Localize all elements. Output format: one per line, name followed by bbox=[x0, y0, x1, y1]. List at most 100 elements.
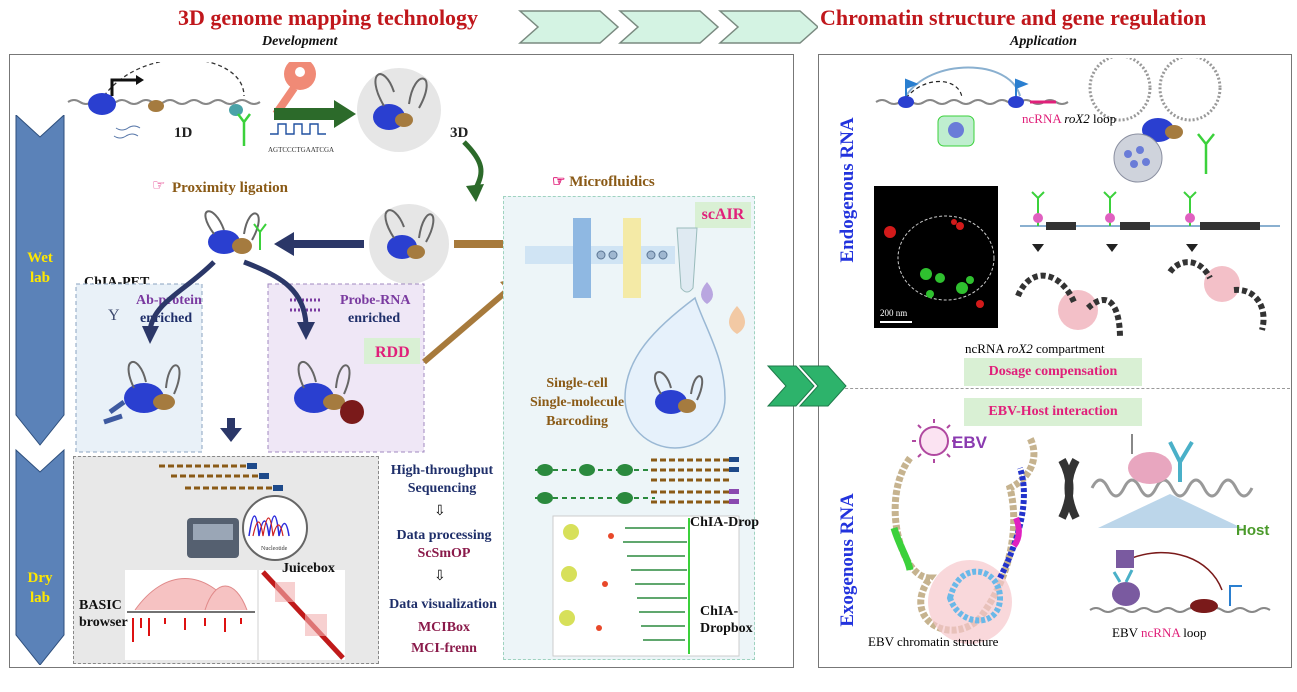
compartment-suffix: compartment bbox=[1032, 341, 1105, 356]
navy-down-head bbox=[220, 428, 242, 442]
droplet-loops bbox=[654, 371, 704, 401]
label-1d: 1D bbox=[174, 125, 193, 141]
ab-protein-label-2: enriched bbox=[140, 311, 192, 326]
chia-drop-label: ChIA-Drop bbox=[690, 515, 759, 530]
green-arrow bbox=[274, 100, 356, 128]
ab-box bbox=[75, 283, 203, 453]
ab-complex-blue bbox=[124, 383, 164, 413]
compartment-chain-right bbox=[1167, 259, 1267, 331]
mcifrenn-label: MCI-frenn bbox=[411, 641, 477, 656]
big-droplet bbox=[624, 296, 726, 449]
read-end-1 bbox=[247, 463, 257, 469]
navy-down-shaft bbox=[227, 418, 235, 430]
navy-curve-left-head bbox=[142, 326, 159, 344]
rox2-arc bbox=[905, 66, 1021, 97]
probe-complex-blue bbox=[294, 383, 334, 413]
ebv-green-strand bbox=[890, 526, 914, 571]
rox2-blob-right bbox=[1008, 96, 1024, 108]
mcibox-label: MCIBox bbox=[417, 620, 471, 635]
rox2-flag-right bbox=[1015, 78, 1029, 98]
chiadrop-red-dot-3 bbox=[596, 625, 602, 631]
droplet-cluster-brown bbox=[678, 399, 696, 413]
host-coil bbox=[1090, 478, 1254, 498]
wet-lab-label: Wet lab bbox=[27, 250, 53, 286]
dosage-compensation-tag: Dosage compensation bbox=[964, 358, 1142, 386]
ebv-loop-purple-top bbox=[1116, 550, 1134, 568]
host-mound bbox=[1098, 494, 1242, 528]
rox2-loop-suffix: loop bbox=[1089, 111, 1117, 126]
chevron-2 bbox=[618, 10, 720, 44]
probe-rna-label-2: enriched bbox=[348, 311, 400, 326]
ebv-loop-purple bbox=[1112, 582, 1140, 606]
rox2-loop-gene: roX2 bbox=[1064, 111, 1090, 126]
ebv-loop-prefix: EBV bbox=[1112, 625, 1142, 640]
purple-drop bbox=[701, 282, 713, 304]
navy-curve-right bbox=[243, 259, 309, 325]
chevron-3 bbox=[718, 10, 818, 44]
chiadrop-red-dot-2 bbox=[602, 581, 608, 587]
ebv-virus-icon bbox=[919, 426, 949, 456]
curved-arrow-down bbox=[462, 140, 484, 190]
channel-droplets bbox=[596, 250, 668, 260]
probe-rna-label-1: Probe-RNA bbox=[340, 293, 411, 308]
ebv-blue-loop bbox=[946, 568, 1004, 624]
rox2-compartment-label: ncRNA roX2 compartment bbox=[965, 341, 1105, 357]
ebv-navy-strand bbox=[997, 467, 1027, 580]
exogenous-rna-label: Exogenous RNA bbox=[837, 493, 858, 627]
chiadrop-bead-1 bbox=[563, 524, 579, 540]
ebv-loop-suffix: loop bbox=[1180, 625, 1207, 640]
hand-icon-proximity: ☞ bbox=[152, 178, 165, 194]
rox2-blob-left bbox=[898, 96, 914, 108]
read-end-2 bbox=[259, 473, 269, 479]
ligation-cluster-brown bbox=[232, 238, 252, 254]
compartment-nucleosomes bbox=[1046, 222, 1260, 230]
dry-lab-arrow bbox=[15, 448, 65, 665]
navy-arrow-left bbox=[274, 232, 364, 256]
proximity-ligation-label: Proximity ligation bbox=[172, 180, 289, 196]
juicebox-label: Juicebox bbox=[282, 561, 335, 576]
rox2-loop-ncrna: ncRNA bbox=[1022, 111, 1065, 126]
right-title: Chromatin structure and gene regulation bbox=[820, 5, 1207, 30]
browser-arc-2 bbox=[204, 585, 248, 611]
wet-lab-arrow bbox=[15, 115, 65, 446]
read-end-3 bbox=[273, 485, 283, 491]
big-chevron-2 bbox=[798, 365, 847, 407]
endogenous-rna-label: Endogenous RNA bbox=[837, 117, 858, 263]
tss-arrow bbox=[110, 78, 136, 96]
hand-icon-micro: ☞ bbox=[552, 174, 570, 190]
rdd-label: RDD bbox=[375, 344, 410, 361]
cluster-3d-brown bbox=[395, 113, 413, 127]
compartment-glow-right bbox=[1204, 266, 1240, 302]
dry-lab-illustration: Nucleotide bbox=[125, 463, 345, 660]
data-processing-label: Data processing bbox=[396, 528, 492, 543]
application-illustration: 200 nm bbox=[874, 58, 1280, 644]
rox2-complex-blue bbox=[948, 122, 964, 138]
brown-diagonal-arrow bbox=[422, 287, 510, 365]
side-arrows bbox=[15, 115, 65, 665]
scale-label: 200 nm bbox=[880, 308, 907, 318]
host-label: Host bbox=[1236, 522, 1270, 539]
host-antibody bbox=[1168, 440, 1194, 482]
chia-dropbox-label: ChIA- Dropbox bbox=[700, 604, 753, 636]
ebv-virus-spikes bbox=[912, 419, 956, 463]
ebv-label: EBV bbox=[952, 433, 987, 452]
dry-lab-label: Dry lab bbox=[27, 570, 53, 606]
top-cluster-blue bbox=[1142, 118, 1174, 142]
application-divider bbox=[820, 388, 1290, 389]
ebv-magenta-strand bbox=[1011, 516, 1022, 548]
curved-arrowhead-down bbox=[466, 184, 484, 202]
microfluidics-text: Microfluidics bbox=[569, 174, 655, 190]
chromatogram bbox=[248, 515, 290, 537]
rox2-dashed bbox=[905, 80, 963, 99]
loops-3d bbox=[374, 73, 428, 109]
label-3d: 3D bbox=[450, 125, 469, 141]
ebv-loop-label: EBV ncRNA loop bbox=[1112, 625, 1206, 641]
top-condensate-dots bbox=[1124, 146, 1150, 168]
ebv-loop-flag bbox=[1229, 585, 1242, 606]
ab-complex-brown bbox=[153, 394, 175, 410]
channel-vertical-yellow bbox=[623, 218, 641, 298]
single-cell-label: Single-cell Single-molecule Barcoding bbox=[530, 376, 625, 429]
barcode-waveform bbox=[270, 123, 326, 135]
left-subtitle: Development bbox=[262, 34, 338, 49]
ligation-cluster-blue bbox=[208, 230, 240, 254]
